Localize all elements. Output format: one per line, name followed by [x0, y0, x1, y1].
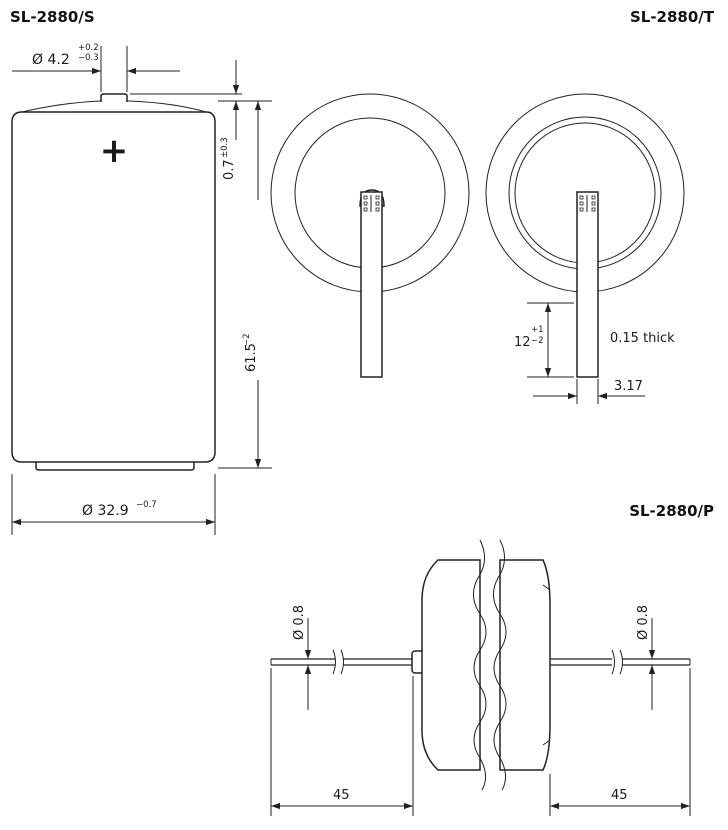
- cell-side-view: +: [11, 93, 216, 471]
- terminal-diameter-dimension: Ø 4.2 +0.2 −0.3: [12, 43, 180, 92]
- cell-axial-view: [270, 539, 691, 791]
- title-sl2880-p: SL-2880/P: [629, 502, 714, 520]
- title-sl2880-s: SL-2880/S: [10, 8, 95, 26]
- tab-length-dimension: 12 +1 −2: [514, 302, 574, 378]
- cell-length-tol: −2: [242, 333, 252, 346]
- left-lead-length-dimension: 45: [270, 668, 414, 816]
- tab-width-label: 3.17: [614, 379, 643, 394]
- cell-top-view: [270, 93, 470, 378]
- right-lead-length-label: 45: [611, 788, 628, 803]
- terminal-diameter-label: Ø 4.2: [32, 52, 70, 68]
- terminal-height-label: 0.7: [222, 159, 237, 180]
- terminal-diameter-tol-lower: −0.3: [78, 53, 99, 63]
- positive-terminal-symbol: +: [100, 131, 129, 171]
- left-lead-length-label: 45: [333, 788, 350, 803]
- cell-length-dimension: 61.5 −2: [218, 101, 272, 469]
- tab-thickness-label: 0.15 thick: [610, 331, 675, 346]
- cell-diameter-tol: −0.7: [136, 500, 157, 510]
- left-wire-diameter-label: Ø 0.8: [292, 605, 307, 640]
- right-wire-diameter-dimension: Ø 0.8: [636, 605, 656, 710]
- right-lead-length-dimension: 45: [549, 668, 691, 816]
- tab-length-tol-upper: +1: [531, 325, 544, 335]
- cell-tab-view: [485, 93, 685, 378]
- tab-width-dimension: 3.17: [533, 379, 645, 404]
- terminal-height-dimension: 0.7 ±0.3: [130, 60, 272, 180]
- terminal-diameter-tol-upper: +0.2: [78, 43, 99, 53]
- terminal-height-tol: ±0.3: [220, 137, 230, 158]
- tab-length-label: 12: [514, 335, 531, 350]
- cell-length-label: 61.5: [244, 343, 259, 372]
- right-wire-diameter-label: Ø 0.8: [636, 605, 651, 640]
- left-wire-diameter-dimension: Ø 0.8: [292, 605, 312, 710]
- title-sl2880-t: SL-2880/T: [629, 8, 714, 26]
- tab-length-tol-lower: −2: [531, 336, 544, 346]
- cell-diameter-dimension: Ø 32.9 −0.7: [11, 474, 216, 535]
- cell-diameter-label: Ø 32.9: [82, 503, 129, 519]
